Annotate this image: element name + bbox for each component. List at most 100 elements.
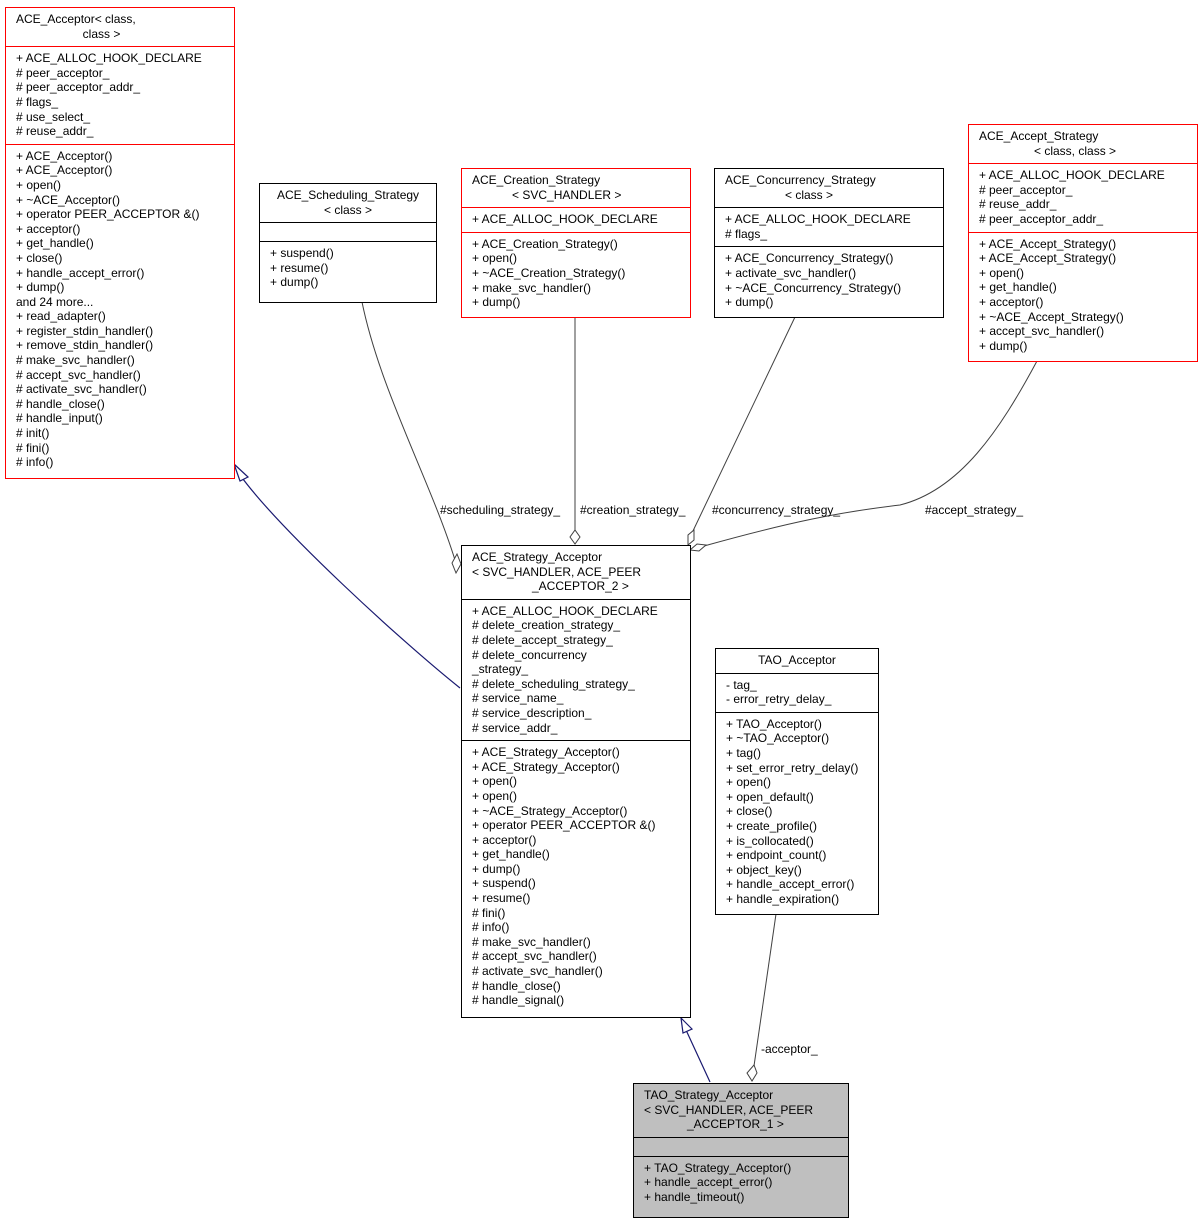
operation: + resume() <box>270 260 329 275</box>
title-line: ACE_Creation_Strategy <box>472 173 601 187</box>
title-line: ACE_Acceptor< class, <box>16 12 136 26</box>
operation: # info() <box>16 455 54 470</box>
title-line: ACE_Strategy_Acceptor <box>472 550 603 564</box>
operation: + suspend() <box>270 246 334 261</box>
operation: + open() <box>472 774 518 789</box>
operation: + ACE_Accept_Strategy() <box>979 251 1117 266</box>
class-tao-acceptor[interactable]: TAO_Acceptor - tag_ - error_retry_delay_… <box>715 648 879 915</box>
attribute: + ACE_ALLOC_HOOK_DECLARE <box>16 51 202 66</box>
operation: # accept_svc_handler() <box>472 949 597 964</box>
operation: + suspend() <box>472 876 536 891</box>
attributes-section: + ACE_ALLOC_HOOK_DECLARE # peer_acceptor… <box>969 163 1197 231</box>
attribute: - error_retry_delay_ <box>726 692 832 707</box>
operation: + dump() <box>16 280 65 295</box>
title-line: TAO_Acceptor <box>758 653 836 667</box>
operation: + open() <box>472 251 518 266</box>
operation: # accept_svc_handler() <box>16 367 141 382</box>
operation: # handle_close() <box>16 396 105 411</box>
operation: + TAO_Acceptor() <box>726 716 822 731</box>
class-ace-scheduling-strategy[interactable]: ACE_Scheduling_Strategy < class > + susp… <box>259 183 437 303</box>
edge-label-accept: #accept_strategy_ <box>925 503 1024 517</box>
edge-label-creation: #creation_strategy_ <box>580 503 686 517</box>
edge-label-scheduling: #scheduling_strategy_ <box>440 503 561 517</box>
attributes-section <box>634 1136 848 1156</box>
operation: + ~TAO_Acceptor() <box>726 731 830 746</box>
operation: + dump() <box>270 275 319 290</box>
operation: # activate_svc_handler() <box>472 964 603 979</box>
more-operations-link[interactable]: and 24 more... <box>16 294 94 309</box>
association-edge-accept <box>703 360 1038 547</box>
class-title: ACE_Creation_Strategy < SVC_HANDLER > <box>462 169 690 207</box>
attributes-section: + ACE_ALLOC_HOOK_DECLARE # delete_creati… <box>462 598 690 740</box>
class-title: ACE_Scheduling_Strategy < class > <box>260 184 436 222</box>
operation: + ACE_Acceptor() <box>16 148 113 163</box>
operation: # fini() <box>16 440 50 455</box>
attribute: # peer_acceptor_addr_ <box>16 80 141 95</box>
attribute: # flags_ <box>725 226 768 241</box>
operation: + dump() <box>979 338 1028 353</box>
operation: + acceptor() <box>472 832 537 847</box>
association-edge-scheduling <box>361 301 456 561</box>
attribute: # service_description_ <box>472 705 592 720</box>
class-ace-strategy-acceptor[interactable]: ACE_Strategy_Acceptor < SVC_HANDLER, ACE… <box>461 545 691 1018</box>
operation: + ACE_Accept_Strategy() <box>979 236 1117 251</box>
operation: # activate_svc_handler() <box>16 382 147 397</box>
operation: # make_svc_handler() <box>16 353 135 368</box>
class-title: TAO_Acceptor <box>716 649 878 673</box>
attribute: + ACE_ALLOC_HOOK_DECLARE <box>725 212 911 227</box>
title-line: _ACCEPTOR_2 > <box>532 579 629 594</box>
edge-label-concurrency: #concurrency_strategy_ <box>712 503 841 517</box>
attribute: + ACE_ALLOC_HOOK_DECLARE <box>979 168 1165 183</box>
operation: + ~ACE_Accept_Strategy() <box>979 309 1124 324</box>
class-ace-accept-strategy[interactable]: ACE_Accept_Strategy < class, class > + A… <box>968 124 1198 362</box>
operation: + ~ACE_Strategy_Acceptor() <box>472 803 628 818</box>
operation: + handle_accept_error() <box>644 1175 773 1190</box>
attribute: # service_addr_ <box>472 720 558 735</box>
operation: + open() <box>472 788 518 803</box>
attribute: # peer_acceptor_addr_ <box>979 211 1104 226</box>
operation: + open() <box>726 775 772 790</box>
title-line: < SVC_HANDLER, ACE_PEER <box>472 564 642 579</box>
title-line: < class > <box>785 187 834 202</box>
attributes-section: - tag_ - error_retry_delay_ <box>716 672 878 712</box>
operation: + remove_stdin_handler() <box>16 338 154 353</box>
operation: + resume() <box>472 891 531 906</box>
operation: + open() <box>979 265 1025 280</box>
class-ace-concurrency-strategy[interactable]: ACE_Concurrency_Strategy < class > + ACE… <box>714 168 944 318</box>
operation: + object_key() <box>726 862 802 877</box>
operation: + dump() <box>472 295 521 310</box>
attribute: # delete_accept_strategy_ <box>472 632 613 647</box>
operation: + tag() <box>726 745 762 760</box>
class-ace-creation-strategy[interactable]: ACE_Creation_Strategy < SVC_HANDLER > + … <box>461 168 691 318</box>
operation: + make_svc_handler() <box>472 280 592 295</box>
operation: + ~ACE_Acceptor() <box>16 192 121 207</box>
aggregation-diamond-scheduling <box>451 552 462 575</box>
title-line: < SVC_HANDLER, ACE_PEER <box>644 1102 814 1117</box>
class-ace-acceptor[interactable]: ACE_Acceptor< class, class > + ACE_ALLOC… <box>5 7 235 479</box>
operation: + set_error_retry_delay() <box>726 760 859 775</box>
title-line: < SVC_HANDLER > <box>512 187 622 202</box>
operation: + is_collocated() <box>726 833 814 848</box>
operations-section: + ACE_Accept_Strategy() + ACE_Accept_Str… <box>969 231 1197 359</box>
inheritance-arrowhead-acceptor <box>233 463 250 482</box>
operation: + ACE_Strategy_Acceptor() <box>472 745 620 760</box>
operation: + ACE_Concurrency_Strategy() <box>725 251 894 266</box>
title-line: < class, class > <box>1034 143 1117 158</box>
attributes-section <box>260 222 436 241</box>
operation: + open() <box>16 177 62 192</box>
inheritance-edge-strategy-to-acceptor <box>239 474 461 689</box>
operation: + ACE_Acceptor() <box>16 163 113 178</box>
attribute: # delete_scheduling_strategy_ <box>472 676 635 691</box>
operation: + close() <box>16 250 63 265</box>
operations-section: + TAO_Acceptor() + ~TAO_Acceptor() + tag… <box>716 711 878 912</box>
aggregation-diamond-accept <box>688 543 708 552</box>
title-line: < class > <box>323 202 373 217</box>
operation: # handle_input() <box>16 411 103 426</box>
operation: + close() <box>726 804 773 819</box>
class-tao-strategy-acceptor[interactable]: TAO_Strategy_Acceptor < SVC_HANDLER, ACE… <box>633 1083 849 1218</box>
operation: + read_adapter() <box>16 309 106 324</box>
edge-label-acceptor: -acceptor_ <box>761 1042 818 1056</box>
operation: + open_default() <box>726 789 814 804</box>
operation: + accept_svc_handler() <box>979 324 1105 339</box>
operation: + TAO_Strategy_Acceptor() <box>644 1160 792 1175</box>
